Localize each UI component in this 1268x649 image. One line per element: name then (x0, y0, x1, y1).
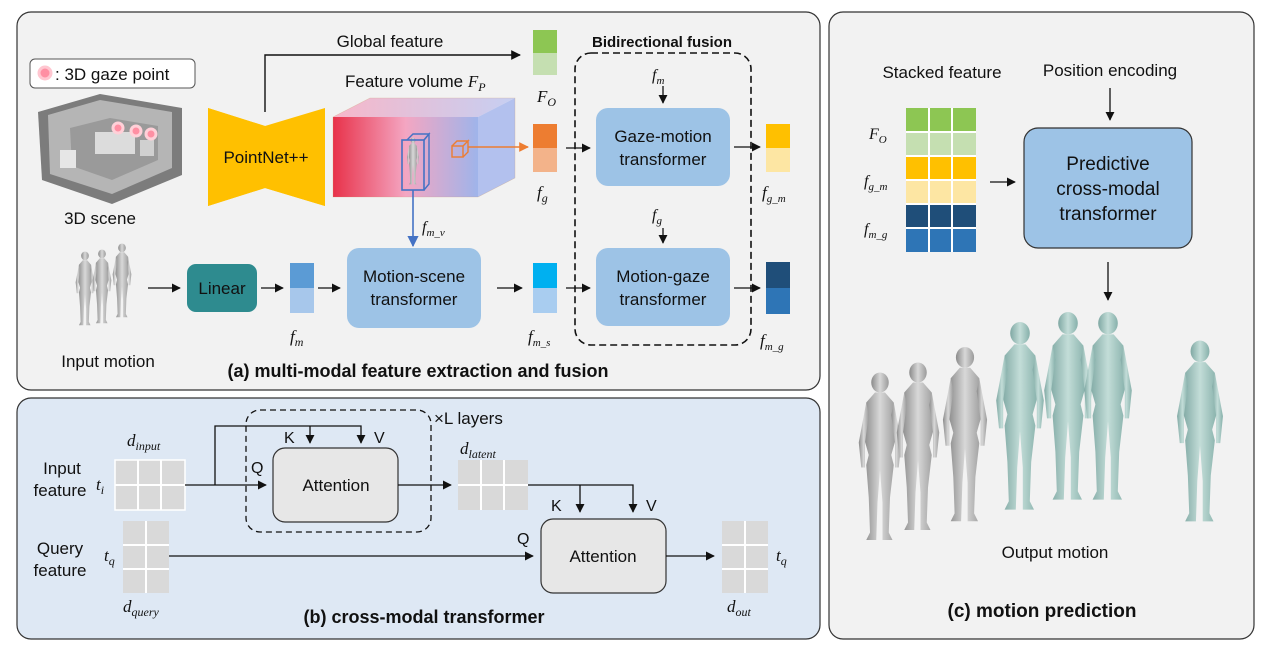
query-label-1: Q (251, 460, 263, 477)
gaze-legend-label: : 3D gaze point (55, 65, 170, 84)
panel-b-caption: (b) cross-modal transformer (303, 607, 544, 627)
gaze-motion-line1: Gaze-motion (614, 127, 711, 146)
fm-bar-top (290, 263, 314, 288)
pointnet-label: PointNet++ (223, 148, 308, 167)
panel-c-caption: (c) motion prediction (948, 601, 1137, 622)
value-label-2: V (646, 498, 657, 515)
attention-label-2: Attention (569, 547, 636, 566)
fg-bar-bottom (533, 148, 557, 172)
query-feature-line1: Query (37, 539, 84, 558)
attention-label-1: Attention (302, 476, 369, 495)
fm-bar-bottom (290, 288, 314, 313)
fgm-bar-bottom (766, 148, 790, 172)
feature-volume-cube (332, 97, 516, 198)
motion-gaze-transformer (596, 248, 730, 326)
motion-scene-line1: Motion-scene (363, 267, 465, 286)
feature-volume-label: Feature volume FP (345, 72, 486, 94)
fms-bar-top (533, 263, 557, 288)
d-query-symbol: dquery (123, 597, 159, 619)
d-input-symbol: dinput (127, 431, 161, 453)
scene-mesh-icon (38, 94, 182, 204)
fmg-bar-bottom (766, 288, 790, 314)
panel-b-frame (16, 397, 821, 640)
pointnet-encoder (208, 108, 265, 206)
fmv-symbol: fm_v (422, 219, 445, 239)
fmg-symbol: fm_g (760, 331, 784, 353)
input-feature-line1: Input (43, 459, 81, 478)
gaze-point-icon (37, 65, 53, 81)
global-feature-label: Global feature (337, 32, 444, 51)
key-label-2: K (551, 498, 562, 515)
output-feature-grid (722, 521, 768, 593)
global-feature-bar-bottom (533, 53, 557, 75)
FO-symbol: FO (536, 87, 556, 109)
query-feature-line2: feature (34, 561, 87, 580)
input-feature-line2: feature (34, 481, 87, 500)
scene-label: 3D scene (64, 209, 136, 228)
bidirectional-fusion-box (574, 52, 752, 346)
stack-fmg-symbol: fm_g (864, 221, 888, 241)
motion-gaze-line2: transformer (620, 290, 707, 309)
stacked-feature-grid (906, 108, 976, 252)
output-motion-label: Output motion (1002, 543, 1109, 562)
tq-out-symbol: tq (776, 546, 787, 568)
gaze-motion-line2: transformer (620, 150, 707, 169)
fgm-symbol: fg_m (762, 183, 786, 205)
position-encoding-label: Position encoding (1043, 61, 1177, 80)
ti-symbol: ti (96, 475, 104, 497)
predictive-line1: Predictive (1066, 154, 1149, 175)
gaze-dot (111, 121, 125, 135)
fm-symbol: fm (290, 327, 304, 349)
gaze-motion-transformer (596, 108, 730, 186)
fg-symbol: fg (537, 183, 548, 205)
input-motion-label: Input motion (61, 352, 155, 371)
query-feature-grid (123, 521, 169, 593)
latent-feature-grid (458, 460, 528, 510)
d-out-symbol: dout (727, 597, 752, 619)
stacked-feature-label: Stacked feature (882, 63, 1001, 82)
motion-gaze-line1: Motion-gaze (616, 267, 710, 286)
layers-label: ×L layers (434, 409, 503, 428)
gaze-dot (129, 124, 143, 138)
fg-bar-top (533, 124, 557, 148)
linear-label: Linear (198, 279, 246, 298)
fms-bar-bottom (533, 288, 557, 313)
linear-layer (187, 264, 257, 312)
stack-FO-symbol: FO (868, 126, 887, 146)
d-latent-symbol: dlatent (460, 439, 496, 461)
predictive-transformer (1023, 127, 1193, 249)
value-label-1: V (374, 430, 385, 447)
panel-a-caption: (a) multi-modal feature extraction and f… (227, 361, 608, 381)
motion-scene-transformer (347, 248, 481, 328)
input-feature-grid (114, 459, 186, 511)
fg-mid-symbol: fg (652, 207, 662, 227)
key-label-1: K (284, 430, 295, 447)
gaze-legend-box (29, 58, 196, 89)
tq-symbol: tq (104, 546, 115, 568)
gaze-dot (144, 127, 158, 141)
global-feature-bar-top (533, 30, 557, 53)
bidirectional-label: Bidirectional fusion (592, 34, 732, 51)
fgm-bar-top (766, 124, 790, 148)
predictive-line2: cross-modal (1056, 179, 1159, 200)
predictive-line3: transformer (1059, 204, 1157, 225)
pointnet-decoder (265, 108, 325, 206)
stack-fgm-symbol: fg_m (864, 173, 887, 193)
query-label-2: Q (517, 531, 529, 548)
layer-stack-box (245, 409, 432, 533)
fm-top-symbol: fm (652, 67, 664, 87)
fms-symbol: fm_s (528, 327, 550, 349)
global-feature-arrow (264, 50, 521, 112)
fmg-bar-top (766, 262, 790, 288)
motion-scene-line2: transformer (371, 290, 458, 309)
